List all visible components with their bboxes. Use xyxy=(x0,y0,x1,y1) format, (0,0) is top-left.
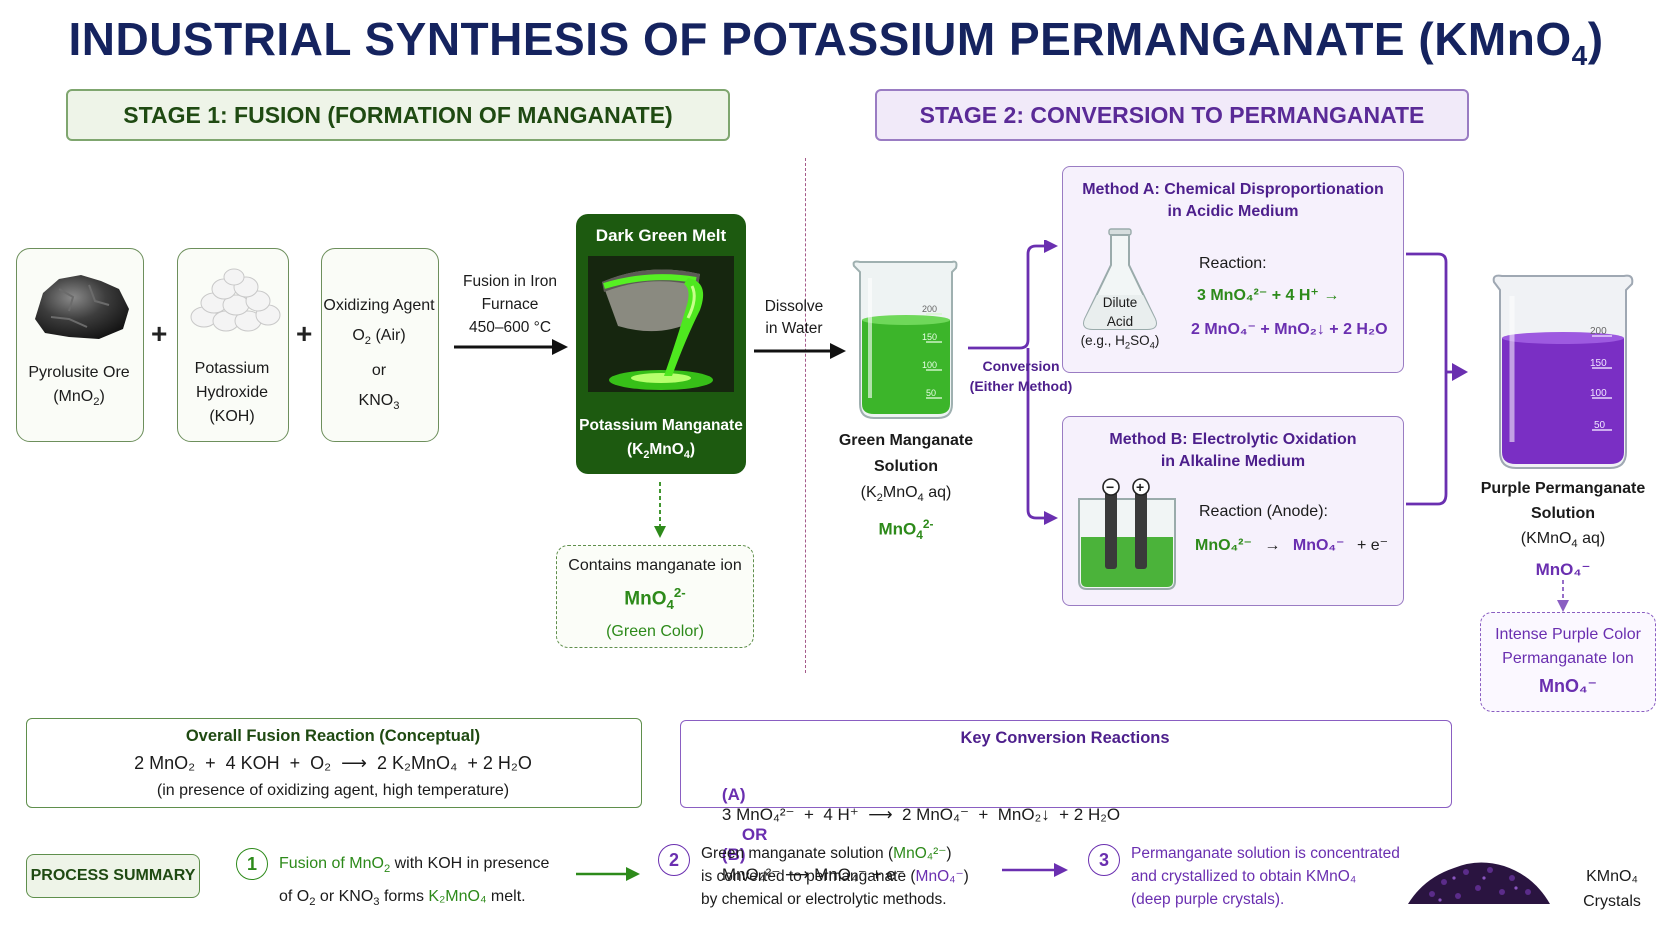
stage1-header: STAGE 1: FUSION (FORMATION OF MANGANATE) xyxy=(66,89,730,141)
method-a-title: Method A: Chemical Disproportionation in… xyxy=(1082,181,1384,220)
purple-beaker-mark-50: 50 xyxy=(1594,420,1606,431)
summary-arrow-2 xyxy=(1002,863,1068,877)
kmno4-crystals-label: KMnO₄ Crystals xyxy=(1583,868,1641,910)
branch-arrows xyxy=(968,240,1058,525)
stage-divider xyxy=(805,158,806,673)
pyrolusite-card: Pyrolusite Ore (MnO2) xyxy=(16,248,144,442)
purple-beaker-mark-200: 200 xyxy=(1590,326,1607,337)
melt-title: Dark Green Melt xyxy=(595,226,727,245)
manganate-ion-box: Contains manganate ion MnO42- (Green Col… xyxy=(556,545,754,648)
method-b-eq: MnO₄²⁻ → MnO₄⁻ + e⁻ xyxy=(1195,537,1389,554)
fusion-condition-label: Fusion in Iron Furnace 450–600 °C xyxy=(463,273,557,336)
kmno4-crystals-icon xyxy=(1408,862,1550,904)
stage2-header: STAGE 2: CONVERSION TO PERMANGANATE xyxy=(875,89,1469,141)
step-3-text: Permanganate solution is concentrated an… xyxy=(1131,845,1400,908)
anode-plus-sign: + xyxy=(1136,479,1144,495)
step-1-number: 1 xyxy=(236,848,268,880)
key-reactions-eq: (A) 3 MnO₄²⁻ + 4 H⁺ ⟶ 2 MnO₄⁻ + MnO₂↓ + … xyxy=(721,785,1121,884)
key-reactions-title: Key Conversion Reactions xyxy=(960,729,1170,747)
method-a-eq2: 2 MnO₄⁻ + MnO₂↓ + 2 H₂O xyxy=(1191,321,1388,338)
step-1-text: Fusion of MnO2 with KOH in presence of O… xyxy=(279,855,550,909)
koh-card: Potassium Hydroxide (KOH) xyxy=(177,248,289,442)
fusion-arrow xyxy=(454,339,568,355)
purple-beaker-mark-100: 100 xyxy=(1590,388,1607,399)
beaker-mark-200: 200 xyxy=(922,304,937,314)
crucible-pour-icon xyxy=(588,256,734,392)
process-summary-label: PROCESS SUMMARY xyxy=(26,854,200,898)
plus-sign-1: + xyxy=(151,318,168,349)
oxidizer-card: Oxidizing Agent O2 (Air) or KNO3 xyxy=(321,248,439,442)
plus-sign-2: + xyxy=(296,318,313,349)
key-reactions-box: Key Conversion Reactions (A) 3 MnO₄²⁻ + … xyxy=(680,720,1452,884)
purple-beaker-mark-150: 150 xyxy=(1590,358,1607,369)
overall-reaction-eq: 2 MnO₂ + 4 KOH + O₂ ⟶ 2 K₂MnO₄ + 2 H₂O xyxy=(134,753,532,773)
method-a-eq1: 3 MnO₄²⁻ + 4 H⁺ → xyxy=(1197,287,1340,304)
manganate-ion-text: Contains manganate ion MnO42- (Green Col… xyxy=(568,557,742,641)
conversion-label: Conversion (Either Method) xyxy=(969,358,1073,394)
koh-label: Potassium Hydroxide (KOH) xyxy=(194,360,270,425)
merge-arrows xyxy=(1406,252,1468,506)
dissolve-arrow xyxy=(754,343,846,359)
summary-arrow-1 xyxy=(576,867,640,881)
beaker-mark-50: 50 xyxy=(926,388,936,398)
step-3-number: 3 xyxy=(1088,844,1120,876)
cathode-minus-sign: − xyxy=(1106,479,1114,495)
purple-beaker-icon: 200 150 100 50 xyxy=(1492,274,1634,469)
acid-flask-icon xyxy=(1083,228,1157,330)
dissolve-label: Dissolve in Water xyxy=(764,298,824,337)
green-beaker-icon: 200 150 100 50 xyxy=(852,260,958,419)
pyrolusite-rock-icon xyxy=(35,275,129,339)
permanganate-ion-text: Intense Purple Color Permanganate Ion Mn… xyxy=(1495,626,1641,696)
method-b-box: Method B: Electrolytic Oxidation in Alka… xyxy=(1062,416,1404,606)
method-a-box: Method A: Chemical Disproportionation in… xyxy=(1062,166,1404,373)
green-solution-label: Green Manganate Solution (K2MnO4 aq) MnO… xyxy=(838,432,974,543)
beaker-mark-100: 100 xyxy=(922,360,937,370)
acid-flask-label: Dilute Acid (e.g., H2SO4) xyxy=(1080,295,1160,352)
melt-label: Potassium Manganate (K2MnO4) xyxy=(579,417,743,462)
oxidizer-label: Oxidizing Agent O2 (Air) or KNO3 xyxy=(323,297,435,413)
beaker-mark-150: 150 xyxy=(922,332,937,342)
page-title: INDUSTRIAL SYNTHESIS OF POTASSIUM PERMAN… xyxy=(68,13,1604,72)
purple-down-arrow xyxy=(1557,580,1569,612)
purple-solution-label: Purple Permanganate Solution (KMnO4 aq) … xyxy=(1480,480,1646,580)
overall-reaction-box: Overall Fusion Reaction (Conceptual) 2 M… xyxy=(26,718,642,808)
step-2-text: Green manganate solution (MnO₄²⁻) is con… xyxy=(701,845,969,908)
overall-reaction-note: (in presence of oxidizing agent, high te… xyxy=(156,782,510,799)
pyrolusite-label: Pyrolusite Ore (MnO2) xyxy=(28,364,130,409)
permanganate-ion-box: Intense Purple Color Permanganate Ion Mn… xyxy=(1480,612,1656,712)
overall-reaction-title: Overall Fusion Reaction (Conceptual) xyxy=(185,727,481,745)
melt-card: Dark Green Melt Potassium Manganate (K2M… xyxy=(576,214,746,474)
method-b-reaction-label: Reaction (Anode): xyxy=(1199,503,1328,520)
method-b-title: Method B: Electrolytic Oxidation in Alka… xyxy=(1109,431,1357,470)
electrolysis-cell-icon: − + xyxy=(1078,478,1176,590)
step-2-number: 2 xyxy=(658,844,690,876)
method-a-reaction-label: Reaction: xyxy=(1199,255,1267,272)
melt-down-arrow xyxy=(654,482,666,538)
koh-pellets-icon xyxy=(190,268,281,332)
